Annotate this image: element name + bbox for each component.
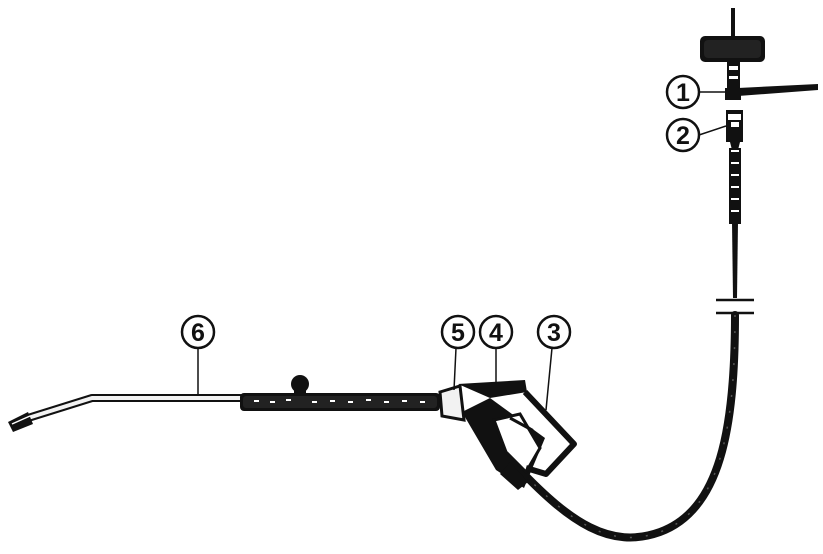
callouts: 1 2 3 4 5 6 xyxy=(180,74,727,411)
callout-2-label: 2 xyxy=(676,122,690,150)
callout-3: 3 xyxy=(536,314,572,411)
callout-5-label: 5 xyxy=(451,319,465,347)
callout-6-label: 6 xyxy=(191,319,205,347)
lance-grip xyxy=(240,375,440,411)
spray-gun xyxy=(438,380,577,490)
callout-5: 5 xyxy=(440,314,476,391)
callout-3-label: 3 xyxy=(547,319,561,347)
callout-2: 2 xyxy=(665,117,727,153)
callout-1: 1 xyxy=(665,74,727,110)
callout-4: 4 xyxy=(478,314,514,384)
callout-1-label: 1 xyxy=(676,79,690,107)
callout-6: 6 xyxy=(180,314,216,396)
callout-4-label: 4 xyxy=(489,319,503,347)
spray-lance xyxy=(8,394,244,432)
high-pressure-hose xyxy=(516,148,754,542)
